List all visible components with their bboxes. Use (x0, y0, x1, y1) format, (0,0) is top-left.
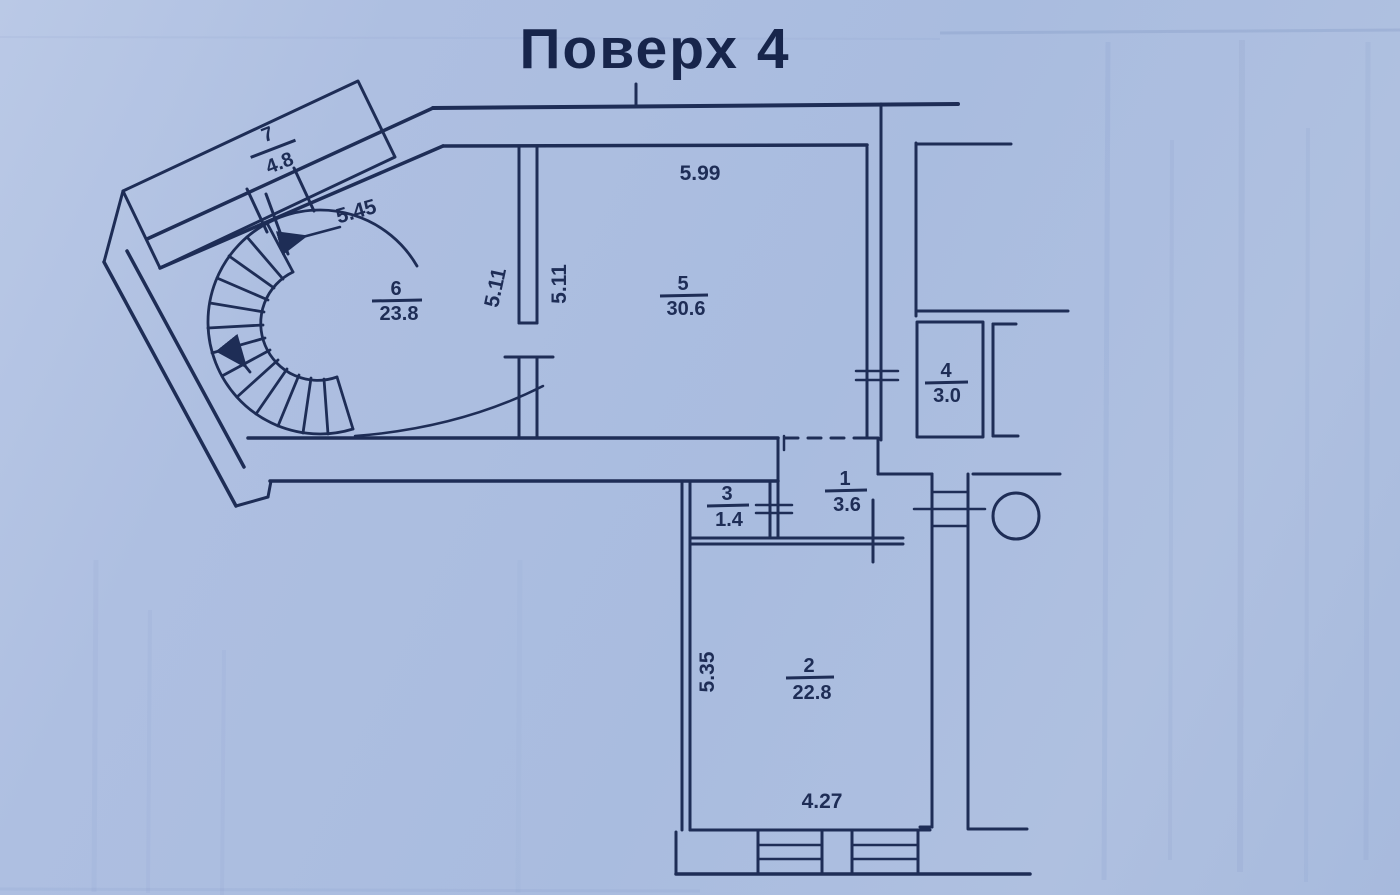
svg-text:22.8: 22.8 (793, 682, 832, 704)
column-circle (991, 491, 1041, 541)
top-walls (145, 82, 960, 270)
room-4-walls (914, 141, 1070, 439)
room-3-label: 3 1.4 (706, 483, 750, 531)
dim-room5-side: 5.11 (548, 264, 571, 304)
dim-room6-side: 5.11 (480, 266, 511, 310)
stair-handrail-curve (353, 384, 545, 438)
svg-text:1: 1 (839, 468, 850, 490)
svg-text:23.8: 23.8 (380, 303, 419, 325)
dim-room2-height: 5.35 (696, 651, 719, 692)
paper-bleed-lines (0, 28, 1400, 895)
left-inner-walls (680, 479, 692, 832)
svg-text:3.6: 3.6 (833, 494, 861, 516)
spiral-staircase (206, 208, 545, 438)
svg-text:1.4: 1.4 (715, 509, 744, 531)
svg-text:2: 2 (803, 655, 814, 677)
room-2-label: 2 22.8 (785, 655, 835, 704)
wall-room5-right (854, 102, 900, 442)
page-title: Поверх 4 (519, 17, 790, 81)
wall-room6-room5 (503, 144, 555, 440)
room-7-outline (121, 79, 397, 270)
corridor-band-walls (246, 436, 780, 483)
dim-545-arrow (275, 225, 342, 256)
room-2-balcony-windows (674, 828, 1032, 876)
svg-text:7: 7 (259, 123, 277, 148)
room-5-label: 5 30.6 (659, 273, 709, 320)
right-walls (912, 472, 1062, 831)
left-outer-wall (102, 189, 273, 508)
svg-text:4: 4 (940, 360, 952, 382)
dimension-labels: 5.99 5.45 5.11 5.11 5.35 4.27 (333, 162, 842, 813)
stair-direction-arrow (215, 333, 252, 374)
svg-text:3: 3 (721, 483, 732, 505)
dim-room2-width: 4.27 (802, 790, 843, 813)
svg-text:30.6: 30.6 (667, 298, 706, 320)
svg-text:3.0: 3.0 (933, 385, 961, 407)
svg-text:5: 5 (677, 273, 688, 295)
dim-room5-width: 5.99 (680, 162, 721, 185)
room-6-label: 6 23.8 (371, 278, 423, 325)
room-4-label: 4 3.0 (924, 360, 969, 407)
hall-walls (688, 434, 934, 564)
svg-text:6: 6 (390, 278, 401, 300)
room-1-label: 1 3.6 (824, 468, 868, 516)
